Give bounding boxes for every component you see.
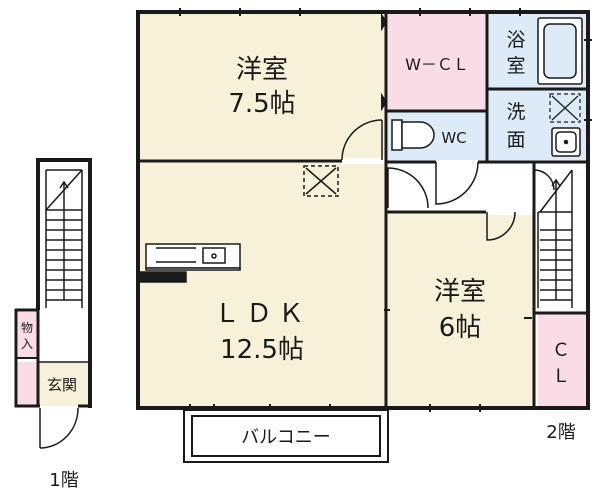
ldk-fill — [140, 162, 386, 406]
kitchen-counter-icon — [139, 243, 241, 283]
western-room-large-name: 洋室 — [236, 55, 288, 85]
door-openings — [342, 158, 532, 215]
wash-vent-icon — [549, 93, 581, 123]
closet-doors — [381, 12, 535, 402]
shoe-box-fill — [18, 362, 38, 406]
stair-2f-fill — [534, 162, 586, 312]
walk-in-closet-fill — [388, 14, 486, 110]
entrance-label: 玄関 — [47, 376, 77, 394]
washroom-label-2: 面 — [506, 129, 525, 151]
bath-label-1: 浴 — [506, 29, 525, 51]
walk-in-closet-label: W－ＣＬ — [405, 55, 469, 74]
walls-1f — [14, 158, 92, 408]
balcony-label: バルコニー — [241, 427, 331, 448]
western-room-small-fill — [388, 212, 534, 406]
toilet-icon — [391, 119, 435, 151]
closet-label-2: Ｌ — [552, 366, 570, 387]
closet-label-1: Ｃ — [552, 340, 570, 361]
western-room-small-name: 洋室 — [434, 277, 486, 307]
western-room-large-size: 7.5帖 — [228, 89, 295, 119]
stair-2f — [537, 169, 573, 308]
entrance-door — [39, 407, 79, 449]
toilet-label: WC — [441, 129, 466, 147]
hall-fill — [388, 162, 534, 212]
storage-label-2: 入 — [21, 337, 33, 351]
bath-label-2: 室 — [506, 55, 525, 77]
floor-2-label: 2階 — [546, 422, 575, 443]
western-room-small-size: 6帖 — [439, 313, 482, 343]
storage-fill — [18, 312, 38, 358]
vent-icon — [303, 165, 339, 197]
door-swings — [341, 119, 555, 241]
stair-1f — [45, 169, 83, 308]
ldk-name: ＬＤＫ — [214, 299, 310, 329]
washroom-label-1: 洗 — [506, 101, 525, 123]
western-room-large-fill — [140, 14, 386, 160]
washbasin-icon — [551, 127, 581, 157]
entrance-fill — [38, 362, 90, 406]
closet-fill — [538, 314, 586, 406]
floor-1-label: 1階 — [49, 470, 78, 491]
ldk-size: 12.5帖 — [220, 335, 304, 365]
storage-label-1: 物 — [21, 321, 33, 335]
bathtub-icon — [537, 17, 583, 85]
balcony-outline — [183, 409, 389, 463]
